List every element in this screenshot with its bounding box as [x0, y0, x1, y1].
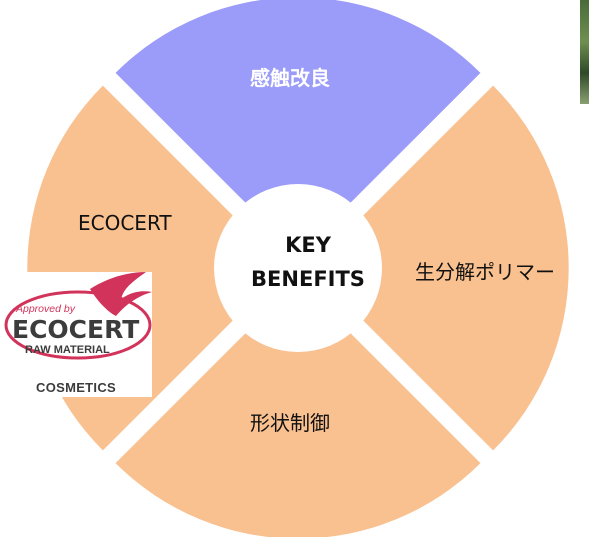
- center-title: KEY BENEFITS: [222, 228, 394, 296]
- badge-ring: [4, 290, 152, 360]
- photo-thumbnail: [580, 0, 589, 104]
- wheel-segment-top: [115, 0, 481, 256]
- ecocert-badge: Approved by ECOCERT RAW MATERIAL COSMETI…: [0, 272, 152, 397]
- badge-brand-text: ECOCERT: [12, 315, 139, 344]
- segment-label-top: 感触改良: [250, 66, 330, 90]
- ecocert-logo: Approved by ECOCERT RAW MATERIAL: [4, 272, 152, 360]
- wheel-segment-right: [310, 85, 569, 451]
- segment-label-bottom: 形状制御: [250, 411, 330, 435]
- wheel-segment-bottom: [115, 280, 481, 537]
- badge-approved-text: Approved by: [15, 303, 76, 315]
- center-title-line-1: KEY: [285, 233, 331, 257]
- center-title-line-2: BENEFITS: [251, 267, 365, 291]
- segment-label-right: 生分解ポリマー: [415, 260, 555, 284]
- badge-caption: COSMETICS: [36, 380, 116, 395]
- badge-raw-text: RAW MATERIAL: [25, 344, 110, 356]
- segment-label-left: ECOCERT: [78, 211, 172, 235]
- swallow-icon: [90, 272, 152, 316]
- center-circle: [214, 184, 382, 352]
